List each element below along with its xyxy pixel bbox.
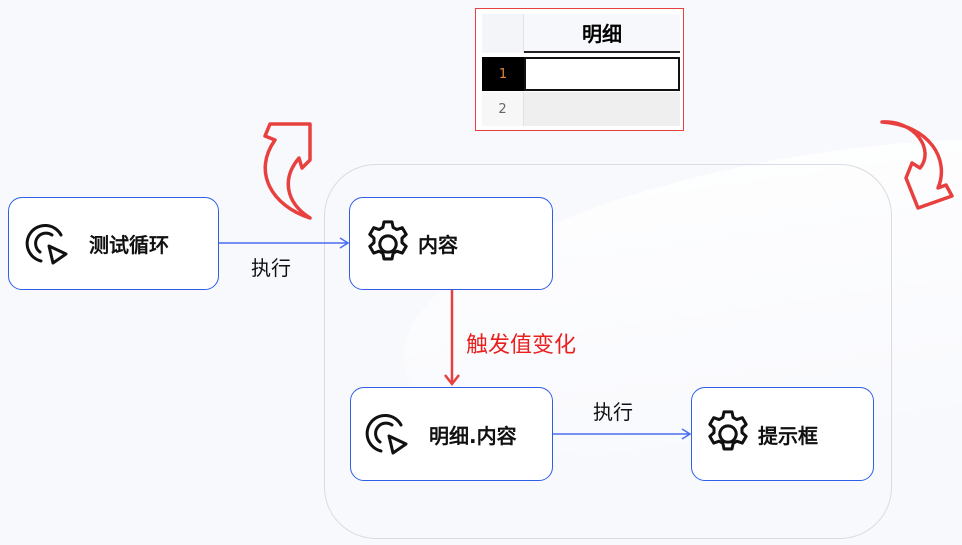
table-corner: [482, 14, 524, 53]
detail-table: 明细 1 2: [475, 8, 684, 131]
click-cursor-icon: [365, 414, 408, 455]
table-cell-selected[interactable]: [524, 57, 680, 91]
node-detail-content[interactable]: 明细.内容: [350, 387, 553, 481]
curved-arrow-down-icon: [880, 120, 954, 210]
edge-loop-to-content: [219, 237, 350, 249]
row-number[interactable]: 2: [482, 92, 524, 126]
node-label: 测试循环: [89, 233, 169, 257]
edge-label-execute: 执行: [251, 256, 291, 280]
edge-detail-to-prompt: [553, 428, 692, 440]
node-label: 内容: [418, 233, 458, 257]
node-label: 明细.内容: [429, 423, 517, 448]
node-prompt[interactable]: 提示框: [691, 387, 874, 481]
group-container: [324, 164, 892, 539]
table-header[interactable]: 明细: [524, 14, 680, 53]
node-test-loop[interactable]: 测试循环: [8, 197, 219, 290]
node-content[interactable]: 内容: [349, 197, 553, 290]
curved-arrow-up-icon: [263, 122, 312, 220]
gear-icon: [708, 410, 748, 451]
node-label: 提示框: [758, 423, 818, 448]
gear-icon: [368, 219, 408, 260]
table-cell[interactable]: [524, 92, 680, 126]
click-cursor-icon: [25, 223, 68, 264]
edge-content-to-detail: [444, 290, 460, 387]
edge-label-trigger: 触发值变化: [466, 333, 577, 358]
edge-label-execute: 执行: [593, 400, 633, 424]
row-number[interactable]: 1: [482, 57, 524, 91]
